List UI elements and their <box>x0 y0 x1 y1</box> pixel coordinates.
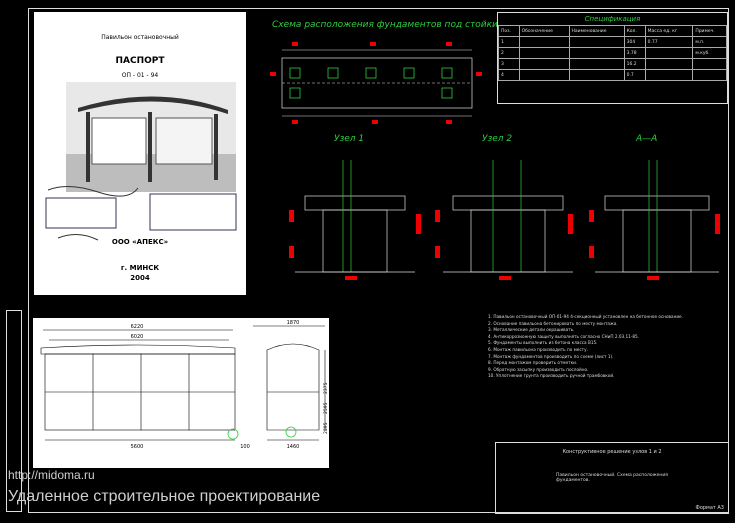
spec-grid: Поз. Обозначение Наименование Кол. Масса… <box>498 25 727 81</box>
node2-label: Узел 2 <box>482 134 513 144</box>
dim-side-width: 1870 <box>287 320 300 326</box>
foundation-details <box>289 160 720 280</box>
spec-header: Поз. <box>498 25 520 37</box>
spec-header: Примеч. <box>692 25 727 37</box>
dim-gap: 100 <box>240 444 250 450</box>
node1-label: Узел 1 <box>334 134 365 144</box>
elevation-drawing: 6220 6020 1870 5600 100 1460 2375 2595 2… <box>40 320 329 450</box>
passport-city: г. МИНСК <box>120 264 160 272</box>
dim-side-base: 1460 <box>287 444 300 450</box>
note-item: 4. Антикоррозионную защиту выполнять сог… <box>488 333 639 339</box>
spec-header: Наименование <box>568 25 625 37</box>
general-notes: 1. Павильон остановочный ОП-01-94 4-секц… <box>488 314 726 380</box>
watermark-caption: Удаленное строительное проектирование <box>8 488 321 505</box>
passport-code: ОП - 01 - 94 <box>121 72 159 79</box>
note-item: 9. Обратную засыпку производить послойно… <box>488 366 589 372</box>
watermark-url[interactable]: http://midoma.ru <box>8 468 95 482</box>
note-item: 1. Павильон остановочный ОП-01-94 4-секц… <box>488 314 683 319</box>
title-block: Конструктивное решение узлов 1 и 2 Павил… <box>495 442 729 514</box>
note-item: 5. Фундаменты выполнить из бетона класса… <box>488 340 598 346</box>
spec-header: Кол. <box>623 25 646 37</box>
dim-height-2: 2595 <box>323 402 329 414</box>
spec-header: Масса ед. кг <box>644 25 694 37</box>
spec-title: Спецификация <box>584 15 641 23</box>
dim-height-3: 2895 <box>323 422 329 434</box>
note-item: 2. Основание павильона бетонировать по м… <box>488 320 618 326</box>
plan-title: Схема расположения фундаментов под стойк… <box>272 20 498 30</box>
drawing-frame <box>28 8 729 513</box>
note-item: 8. Перед монтажом проверить отметки. <box>488 360 578 366</box>
side-title-strip <box>6 310 22 512</box>
note-item: 10. Уплотнение грунта производить ручной… <box>488 373 615 379</box>
passport-org: ООО «АПЕКС» <box>111 238 169 246</box>
passport-title: ПАСПОРТ <box>115 56 165 66</box>
shelter-elevation: 6220 6020 1870 5600 100 1460 2375 2595 2… <box>33 318 329 468</box>
dim-roof-length: 6020 <box>131 334 144 340</box>
dim-height-1: 2375 <box>323 382 329 394</box>
spec-header: Обозначение <box>518 25 570 37</box>
note-item: 6. Монтаж павильона производить по месту… <box>488 346 588 352</box>
approval-stamps <box>45 186 237 241</box>
specification-table: Спецификация Поз. Обозначение Наименован… <box>497 12 728 104</box>
cut-aa-label: А—А <box>636 134 658 144</box>
note-item: 3. Металлические детали окрашивать. <box>488 327 575 333</box>
dim-overall-length: 6220 <box>131 324 144 330</box>
dim-base-length: 5600 <box>131 444 144 450</box>
passport-page: Павильон остановочный ПАСПОРТ ОП - 01 - … <box>34 12 246 295</box>
stamp-line2: Павильон остановочный. Схема расположени… <box>556 473 668 483</box>
spec-header-row: Поз. Обозначение Наименование Кол. Масса… <box>498 25 727 37</box>
note-item: 7. Монтаж фундаментов производить по схе… <box>488 353 614 359</box>
foundation-plan <box>270 42 482 124</box>
stamp-line1: Конструктивное решение узлов 1 и 2 <box>562 449 662 455</box>
stamp-format: Формат А3 <box>695 505 724 511</box>
passport-heading: Павильон остановочный <box>101 34 179 41</box>
passport-year: 2004 <box>130 274 150 282</box>
shelter-photo <box>66 82 236 192</box>
